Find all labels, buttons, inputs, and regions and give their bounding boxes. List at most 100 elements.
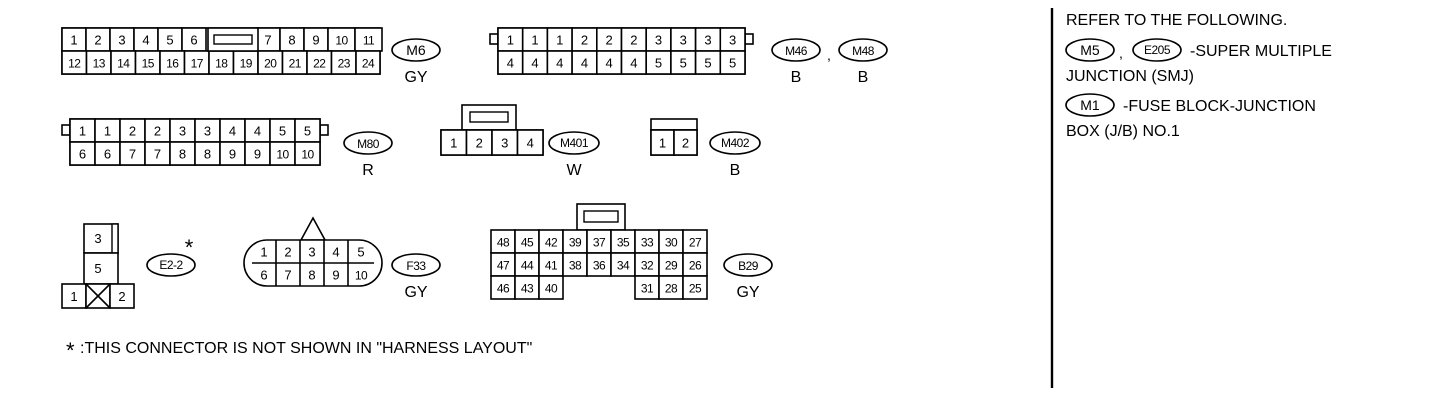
b29-r3l-pin: 40 <box>545 282 558 296</box>
b29-r2-pin: 38 <box>569 259 582 273</box>
f33-tag: F33 <box>406 259 426 273</box>
f33-top-pin: 2 <box>284 245 291 260</box>
ref-item2-line2: BOX (J/B) NO.1 <box>1066 123 1180 140</box>
m6-bottom-cell <box>355 50 381 75</box>
ref-e205-oval <box>1132 38 1182 62</box>
m6-bottom-pin: 24 <box>362 57 375 71</box>
m46-m48-separator: , <box>827 47 831 63</box>
f33-color: GY <box>404 284 427 301</box>
m46-bottom-pin: 4 <box>606 56 613 71</box>
m6-bottom-pin: 18 <box>215 57 228 71</box>
m80-latch-right <box>319 124 329 136</box>
m402-pin: 2 <box>682 136 689 151</box>
m46-top-pin: 2 <box>630 33 637 48</box>
m402-color: B <box>730 162 741 179</box>
m80-top-pin: 2 <box>154 124 161 139</box>
ref-item1-line2: JUNCTION (SMJ) <box>1066 68 1194 85</box>
e22-tag-oval <box>146 253 196 277</box>
m46-top-pin: 2 <box>606 33 613 48</box>
m6-top-pin: 3 <box>118 33 125 48</box>
m402-cell <box>673 129 698 156</box>
m46-bottom-pin: 5 <box>680 56 687 71</box>
reference-heading: REFER TO THE FOLLOWING. <box>1066 12 1287 29</box>
b29-r2-pin: 36 <box>593 259 606 273</box>
m401-pin: 2 <box>476 136 483 151</box>
m6-top-pin: 8 <box>288 33 295 48</box>
b29-r1-pin: 27 <box>689 236 702 250</box>
m402-lock <box>650 118 698 131</box>
b29-r2-pin: 34 <box>617 259 630 273</box>
m46-bottom-pin: 4 <box>556 56 563 71</box>
e22-asterisk: * <box>185 235 194 260</box>
ref-m5-tag: M5 <box>1080 42 1100 58</box>
m6-top-pin: 11 <box>363 34 375 48</box>
ref-m5-oval <box>1065 38 1115 62</box>
m401-cell <box>440 129 468 156</box>
b29-r2-pin: 44 <box>521 259 534 273</box>
m6-top-pin: 10 <box>335 34 348 48</box>
m80-top-pin: 4 <box>254 124 261 139</box>
b29-r3r-cell <box>682 275 708 300</box>
m6-tag-oval <box>391 38 441 62</box>
m46-bottom-pin: 5 <box>729 56 736 71</box>
b29-color: GY <box>736 284 759 301</box>
m80-top-pin: 5 <box>304 124 311 139</box>
ref-e205-tag: E205 <box>1144 43 1171 57</box>
m80-color: R <box>362 162 374 179</box>
m6-top-pin: 6 <box>190 33 197 48</box>
e22-cell-1 <box>61 283 87 309</box>
ref-m1-tag: M1 <box>1080 97 1100 113</box>
b29-r3l-pin: 46 <box>497 282 510 296</box>
m80-latch-left <box>61 124 71 136</box>
m80-top-pin: 5 <box>279 124 286 139</box>
e22-cell-5 <box>83 252 119 285</box>
m80-bottom-pin: 8 <box>204 147 211 162</box>
m6-top-pin: 7 <box>264 33 271 48</box>
f33-bottom-pin: 9 <box>332 268 339 283</box>
b29-r3l-cell <box>538 275 564 300</box>
m46-bottom-pin: 4 <box>507 56 514 71</box>
m46-color: B <box>791 69 802 86</box>
b29-r3r-pin: 25 <box>689 282 702 296</box>
m6-top-pin: 9 <box>312 33 319 48</box>
m6-top-pin: 2 <box>94 33 101 48</box>
m6-bottom-pin: 12 <box>68 57 81 71</box>
m80-top-pin: 2 <box>129 124 136 139</box>
reference-panel: REFER TO THE FOLLOWING. M5 , E205 -SUPER… <box>1065 12 1332 140</box>
m48-tag: M48 <box>852 44 875 58</box>
m80-top-pin: 3 <box>204 124 211 139</box>
m401-pin: 1 <box>450 136 457 151</box>
m402-tag: M402 <box>721 136 750 150</box>
m46-bottom-pin: 4 <box>630 56 637 71</box>
m80-tag: M80 <box>357 137 380 151</box>
m6-tag: M6 <box>406 42 426 58</box>
b29-r2-pin: 32 <box>641 259 654 273</box>
m401-pin: 4 <box>527 136 534 151</box>
b29-tag: B29 <box>738 259 759 273</box>
f33-top-pin: 4 <box>332 245 339 260</box>
footnote-text: :THIS CONNECTOR IS NOT SHOWN IN "HARNESS… <box>80 340 532 357</box>
f33-top-pin: 3 <box>308 245 315 260</box>
m46-tag: M46 <box>785 44 808 58</box>
f33-bottom-pin: 7 <box>284 268 291 283</box>
m401-tag: M401 <box>560 136 589 150</box>
f33-top-pin: 5 <box>357 245 364 260</box>
m401-cell <box>491 129 519 156</box>
m80-bottom-pin: 6 <box>79 147 86 162</box>
m80-bottom-pin: 10 <box>301 148 314 162</box>
m80-bottom-pin: 9 <box>229 147 236 162</box>
m6-bottom-pin: 14 <box>117 57 130 71</box>
m401-color: W <box>566 162 582 179</box>
b29-r2-pin: 26 <box>689 259 702 273</box>
e22-pin-2: 2 <box>118 289 125 304</box>
m46-bottom-pin: 5 <box>704 56 711 71</box>
